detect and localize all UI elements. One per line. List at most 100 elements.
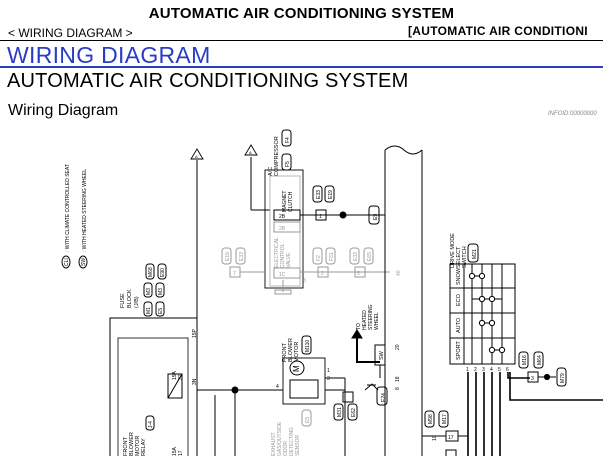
steering-label-1: TO bbox=[356, 323, 362, 330]
clutch-label-2: CLUTCH bbox=[288, 191, 294, 212]
fuse-block-label-3: (J/B) bbox=[134, 296, 140, 308]
blower-label-1: FRONT bbox=[282, 342, 288, 362]
steering-badge: SW bbox=[379, 350, 385, 360]
mode-eco: ECO bbox=[456, 293, 462, 306]
blower-pin-1: 1 bbox=[327, 368, 330, 374]
legend-cli-code: CLI bbox=[64, 258, 70, 266]
comp-conn-e33-c: E33 bbox=[353, 252, 359, 261]
blower-connector: M110 bbox=[305, 340, 311, 352]
clutch-pin: 2B bbox=[279, 214, 286, 220]
fuse-block-conn-1: M1 bbox=[146, 307, 152, 314]
sensor-conn-m31: M31 bbox=[337, 407, 343, 417]
steering-connector: E24 bbox=[381, 393, 387, 402]
compressor-conn-f5: F5 bbox=[285, 161, 291, 167]
sensor-label-4: DETECTING bbox=[289, 427, 295, 456]
right-conn-m79: M79 bbox=[560, 373, 566, 383]
relay-label-3: MOTOR bbox=[135, 436, 141, 456]
fuse-2-amps: 15A bbox=[172, 446, 178, 456]
mode-snow: SNOW bbox=[456, 267, 462, 285]
header-title: AUTOMATIC AIR CONDITIONING SYSTEM bbox=[148, 5, 455, 22]
valve-pin-2: 1C bbox=[279, 272, 286, 278]
legend-sw: SW : WITH HEATED STEERING WHEEL bbox=[78, 169, 88, 269]
steering-label-4: WHEEL bbox=[374, 312, 380, 330]
steering-wire-8: 8 bbox=[395, 387, 401, 390]
fuse-block-label-1: FUSE bbox=[120, 293, 126, 308]
wire-num-2: 2 bbox=[321, 271, 324, 277]
right-connectors: M16 M64 3 M79 M98 M17 17 10 bbox=[422, 351, 567, 456]
mode-auto: AUTO bbox=[456, 317, 462, 333]
top-arrow-label: A bbox=[249, 150, 252, 155]
fuse-block: FUSE BLOCK (J/B) M1 M3 E5 M3 M68 E90 15P… bbox=[109, 263, 198, 456]
compressor-harness: 1 E33 E19 E9 7 E19 E33 2 F2 F31 5 E33 E6… bbox=[221, 185, 402, 284]
right-wire-10: 10 bbox=[432, 435, 438, 441]
drive-pin-5: 5 bbox=[498, 367, 501, 373]
legend-cli-text: : WITH CLIMATE CONTROLLED SEAT bbox=[65, 164, 71, 252]
wiring-diagram: CLI : WITH CLIMATE CONTROLLED SEAT SW : … bbox=[61, 129, 603, 456]
section-title: WIRING DIAGRAM bbox=[7, 42, 211, 68]
right-conn-m64: M64 bbox=[537, 355, 543, 365]
right-conn-m98: M98 bbox=[428, 414, 434, 424]
steering-wire-18: 18 bbox=[395, 376, 401, 382]
fuse-block-connector: M1 M3 E5 M3 M68 E90 bbox=[143, 263, 167, 317]
valve-label-3: VALVE bbox=[286, 252, 292, 268]
heated-steering-branch: TO HEATED STEERING WHEEL SW 20 18 8 E24 bbox=[351, 304, 401, 406]
info-id: INFOID:00000000 bbox=[548, 111, 597, 117]
drive-pin-2: 2 bbox=[474, 367, 477, 373]
valve-pin-1: 2B bbox=[279, 226, 286, 232]
fuse-block-conn-6: E90 bbox=[160, 268, 166, 277]
legend-sw-code: SW bbox=[81, 258, 87, 266]
blower-motor-symbol: M bbox=[292, 365, 301, 372]
compressor-label-1: A/C bbox=[268, 167, 274, 176]
fuse-15a-17: 15A 17 bbox=[172, 446, 184, 456]
blower-label-3: MOTOR bbox=[294, 342, 300, 362]
harness-break bbox=[384, 145, 423, 456]
fuse-block-pin-3n: 3N bbox=[192, 378, 198, 385]
legend-cli: CLI : WITH CLIMATE CONTROLLED SEAT bbox=[61, 164, 71, 269]
right-conn-m17: M17 bbox=[442, 414, 448, 424]
blower-relay-label: FRONT BLOWER MOTOR RELAY J-4 bbox=[123, 415, 155, 456]
compressor-conn-f4: F4 bbox=[285, 137, 291, 143]
comp-conn-f31: F31 bbox=[329, 252, 335, 261]
mode-sport: SPORT bbox=[456, 341, 462, 360]
drive-mode-label-1: DRIVE MODE bbox=[450, 233, 456, 268]
right-wire-17: 17 bbox=[448, 435, 454, 441]
front-blower-motor: FRONT BLOWER MOTOR M110 M 4 1 3 bbox=[276, 335, 346, 456]
fuse-1-number: 27 bbox=[178, 374, 184, 380]
compressor-label-2: COMPRESSOR bbox=[274, 136, 280, 176]
subsection-title: AUTOMATIC AIR CONDITIONING SYSTEM bbox=[7, 70, 409, 92]
right-wire-3: 3 bbox=[531, 376, 534, 382]
blower-label-2: BLOWER bbox=[288, 338, 294, 362]
fuse-2-number: 17 bbox=[178, 450, 184, 456]
steering-label-2: HEATED bbox=[362, 310, 368, 330]
legend-sw-text: : WITH HEATED STEERING WHEEL bbox=[82, 169, 88, 252]
comp-conn-f2: F2 bbox=[316, 255, 322, 261]
sensor-connector: E5 bbox=[305, 417, 311, 423]
bus-arrow-label: A bbox=[195, 154, 198, 159]
blower-pin-4: 4 bbox=[276, 384, 279, 390]
main-wires: A A bbox=[190, 144, 283, 456]
drive-mode-label-2: SELECT bbox=[456, 246, 462, 268]
drive-pin-6: 6 bbox=[506, 367, 509, 373]
fuse-block-conn-5: M68 bbox=[148, 267, 154, 277]
sensor-label-2: GAS/OUTSIDE bbox=[277, 421, 283, 456]
valve-label-2: CONTROL bbox=[280, 243, 286, 268]
fuse-1-amps: 15A bbox=[172, 370, 178, 380]
exhaust-gas-sensor: EXHAUST GAS/OUTSIDE ODOR DETECTING SENSO… bbox=[271, 391, 358, 456]
relay-connector: J-4 bbox=[148, 421, 154, 428]
drive-pin-1: 1 bbox=[466, 367, 469, 373]
section-divider bbox=[0, 66, 603, 68]
right-conn-m16: M16 bbox=[522, 355, 528, 365]
comp-conn-e19-b: E19 bbox=[225, 252, 231, 261]
ground-conn: E9 bbox=[373, 214, 379, 220]
drive-mode-connector: M21 bbox=[472, 249, 478, 259]
comp-conn-e33: E33 bbox=[316, 190, 322, 199]
clutch-label-1: MAGNET bbox=[282, 191, 288, 212]
fuse-block-pin-15p: 15P bbox=[192, 328, 198, 338]
valve-label-1: ELECTRICAL bbox=[274, 237, 280, 268]
header-divider bbox=[0, 40, 603, 41]
drive-mode-label-3: SWITCH bbox=[462, 246, 468, 268]
wire-num-5: 5 bbox=[357, 271, 360, 277]
wire-num-1: 1 bbox=[319, 214, 322, 220]
drive-pin-4: 4 bbox=[490, 367, 493, 373]
breadcrumb[interactable]: < WIRING DIAGRAM > bbox=[8, 26, 133, 40]
